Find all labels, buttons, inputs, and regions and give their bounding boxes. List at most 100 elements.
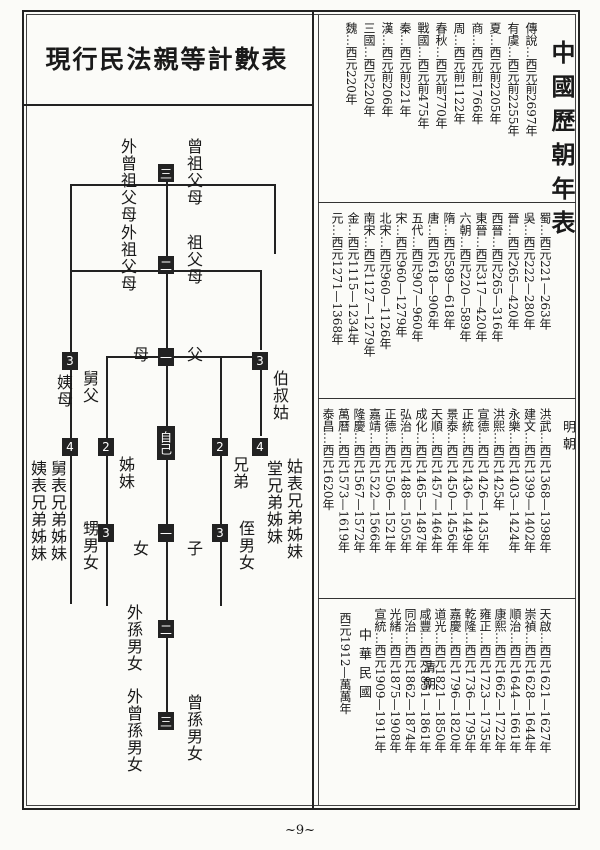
dynasty-range: …西元1488—1505年 [398, 432, 413, 554]
dynasty-range: …西元1368—1398年 [538, 432, 552, 554]
connector [274, 184, 276, 254]
dynasty-entry: 嘉靖…西元1522—1566年 [368, 408, 382, 553]
dynasty-entry: 漢…西元前206年 [380, 22, 394, 117]
dynasty-name: 乾隆 [463, 608, 477, 632]
dynasty-range: …西元1573—1619年 [336, 432, 351, 554]
dynasty-range: …西元1723—1735年 [478, 632, 492, 754]
gen-3-line [70, 184, 276, 186]
kin-maternal-great-grandchildren: 外曾孫男女 [124, 688, 143, 773]
dynasty-name: 秦 [398, 22, 412, 34]
kin-maternal-grandchildren: 外孫男女 [124, 604, 143, 672]
dynasty-name: 夏 [488, 22, 502, 34]
kin-maternal-uncle: 舅父 [80, 370, 99, 404]
dynasty-name: 宋 [394, 212, 408, 224]
kin-sister-children: 甥男女 [80, 520, 99, 571]
kin-cousins-maternal-uncle: 舅表兄弟姊妹 [48, 460, 67, 562]
dynasty-entry: 嘉慶…西元1796—1820年 [448, 608, 462, 753]
dynasty-entry: 天啟…西元1621—1627年 [538, 608, 552, 753]
gen-1-line [106, 356, 260, 358]
kin-son: 子 [184, 540, 203, 557]
dynasty-entry: 景泰…西元1450—1456年 [445, 408, 459, 553]
dynasty-entry: 三國…西元220年 [362, 22, 376, 117]
kin-daughter: 女 [130, 540, 149, 557]
dynasty-entry: 道光…西元1821—1850年 [433, 608, 447, 753]
degree-badge: 3 [62, 352, 78, 370]
title-divider [22, 104, 312, 106]
dynasty-entry: 春秋…西元前770年 [434, 22, 448, 129]
dynasty-range: …西元1425年 [491, 432, 506, 511]
kin-father: 父 [184, 346, 203, 363]
dynasty-entry: 唐…西元618—906年 [426, 212, 440, 330]
dynasty-name: 嘉靖 [367, 408, 382, 432]
kin-maternal-great-grandparents: 外曾祖父母 [118, 138, 137, 223]
dynasty-entry: 晉…西元265—420年 [506, 212, 520, 330]
dynasty-entry: 宣德…西元1426—1435年 [476, 408, 490, 553]
self-marker: 自己 [157, 426, 175, 460]
kinship-table-title: 現行民法親等計數表 [45, 45, 289, 74]
degree-badge: 3 [98, 524, 114, 542]
dynasty-range: …西元前475年 [416, 46, 430, 129]
dynasty-entry: 周…西元前1122年 [452, 22, 466, 125]
dynasty-entry: 泰昌…西元1620年 [321, 408, 335, 511]
dynasty-name: 漢 [380, 22, 394, 34]
kin-maternal-grandparents: 外祖父母 [118, 224, 137, 292]
dynasty-name: 宣統 [373, 608, 387, 632]
dynasty-name: 宣德 [476, 408, 490, 432]
dynasty-range: …西元618—906年 [426, 224, 440, 330]
dynasty-entry: 天順…西元1457—1464年 [430, 408, 444, 553]
dynasty-name: 隋 [442, 212, 456, 224]
kin-cousins-maternal-aunt: 姨表兄弟姊妹 [28, 460, 47, 562]
dynasty-range: …西元220年 [344, 34, 358, 105]
dynasty-name: 魏 [344, 22, 358, 34]
dynasty-name: 隆慶 [352, 408, 366, 432]
dynasty-name: 弘治 [398, 408, 413, 432]
dynasty-entry: 南宋…西元1127—1279年 [362, 212, 376, 357]
dynasty-name: 雍正 [478, 608, 492, 632]
dynasty-range: …西元220年 [362, 46, 376, 117]
page-frame [22, 10, 580, 810]
dynasty-range: …西元前221年 [398, 34, 412, 117]
dynasty-entry: 傳說…西元前2697年 [524, 22, 538, 137]
dynasty-name: 元 [330, 212, 344, 224]
dynasty-name: 光緒 [388, 608, 402, 632]
kin-cousins-paternal: 姑表兄弟姊妹 [284, 458, 303, 560]
dynasty-range: …西元1875—1908年 [388, 632, 402, 754]
dynasty-range: …西元222—280年 [522, 224, 536, 330]
degree-badge: 一 [158, 524, 174, 542]
dynasty-entry: 戰國…西元前475年 [416, 22, 430, 129]
dynasty-name: 傳說 [524, 22, 538, 46]
dynasty-range: …西元1426—1435年 [476, 432, 490, 554]
dynasty-entry: 蜀…西元221—263年 [538, 212, 552, 330]
dynasty-range: …西元960—1126年 [378, 236, 392, 350]
dynasty-range: …西元1115—1234年 [346, 224, 360, 346]
dynasty-entry: 洪熙…西元1425年 [492, 408, 506, 511]
dynasty-entry: 金…西元1115—1234年 [346, 212, 360, 345]
dynasty-range: …西元前1122年 [452, 34, 466, 125]
dynasty-entry: 宋…西元960—1279年 [394, 212, 408, 337]
dynasty-name: 道光 [433, 608, 447, 632]
dynasty-entry: 光緒…西元1875—1908年 [388, 608, 402, 753]
dynasty-range: …西元960—1279年 [394, 224, 408, 338]
dynasty-range: …西元1621—1627年 [538, 632, 552, 754]
dynasty-range: …西元1909—1911年 [373, 632, 387, 754]
panel-divider [318, 202, 576, 203]
connector [260, 356, 262, 436]
dynasty-range: …西元907—960年 [410, 236, 424, 342]
dynasty-name: 有虞 [506, 22, 520, 46]
kin-uncles-aunts: 伯叔姑 [270, 370, 289, 421]
dynasty-name: 天順 [429, 408, 444, 432]
dynasty-name: 嘉慶 [448, 608, 462, 632]
connector [220, 356, 222, 606]
dynasty-range: …西元317—420年 [474, 236, 488, 342]
dynasty-range: …西元1644—1661年 [508, 632, 522, 754]
dynasty-name: 蜀 [538, 212, 552, 224]
dynasty-range: …西元1271—1368年 [330, 224, 344, 346]
dynasty-name: 南宋 [362, 212, 376, 236]
dynasty-range: …西元1403—1424年 [507, 432, 521, 554]
dynasty-name: 洪熙 [491, 408, 506, 432]
kin-cousins-hall: 堂兄弟姊妹 [264, 460, 283, 545]
dynasty-entry: 隆慶…西元1567—1572年 [352, 408, 366, 553]
degree-badge: 2 [212, 438, 228, 456]
dynasty-entry: 西晉…西元265—316年 [490, 212, 504, 342]
dynasty-name: 唐 [426, 212, 440, 224]
